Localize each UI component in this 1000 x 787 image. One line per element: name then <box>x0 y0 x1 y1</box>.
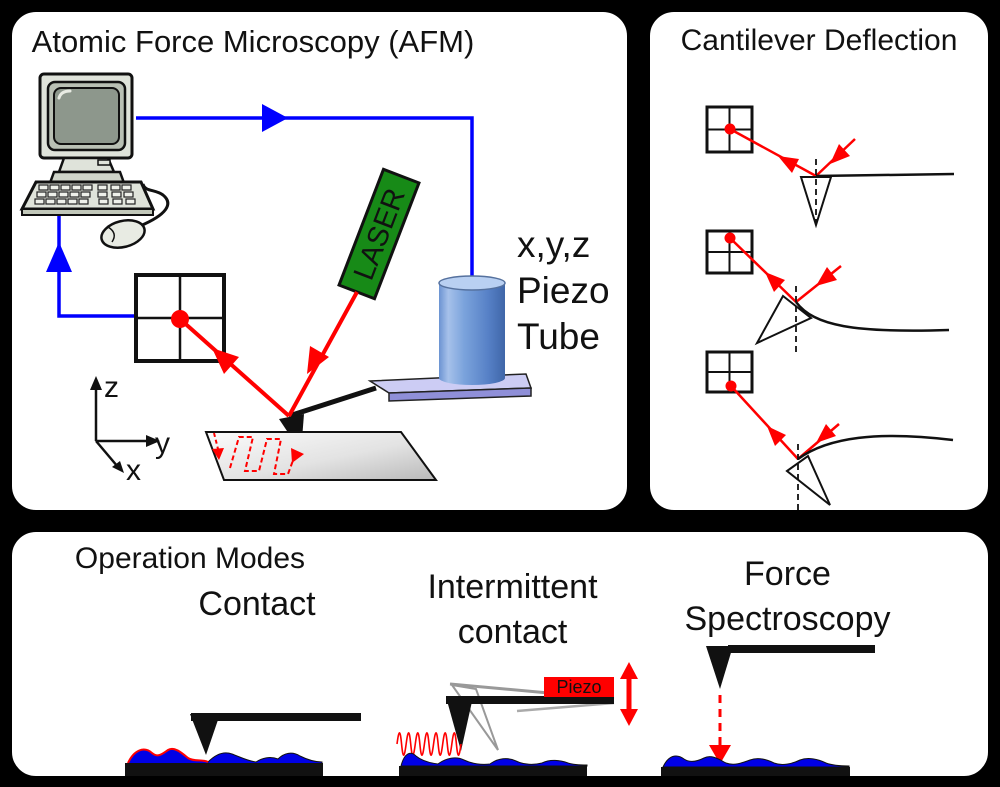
laser-source: LASER <box>337 167 421 301</box>
piezo-tube-label: x,y,z Piezo Tube <box>517 222 610 360</box>
piezo-badge <box>544 677 614 697</box>
deflection-panel: Cantilever Deflection <box>646 8 992 514</box>
piezo-tube <box>438 275 506 385</box>
force-spectroscopy-label: Force Spectroscopy <box>684 555 891 638</box>
beam-arrow-icon <box>307 346 329 374</box>
operation-modes-panel: Operation Modes Contact Intermittent con… <box>8 528 992 780</box>
laser-beam <box>178 291 359 418</box>
mouse-icon <box>100 183 170 249</box>
sample-base <box>125 763 323 776</box>
scan-arrow-icon <box>212 448 224 460</box>
operation-modes-title: Operation Modes <box>74 542 306 575</box>
afm-panel-title: Atomic Force Microscopy (AFM) <box>31 24 475 59</box>
axis-y-label: y <box>155 427 170 460</box>
computer-icon <box>19 72 170 249</box>
cantilever-tip <box>446 697 473 751</box>
operation-modes-diagram: Piezo <box>125 645 875 776</box>
force-mode-diagram <box>661 645 875 776</box>
piezo-badge-label: Piezo <box>556 677 601 697</box>
deflection-state-up <box>705 350 954 510</box>
deflection-state-down <box>705 229 950 354</box>
intermittent-mode-diagram: Piezo <box>396 662 638 776</box>
arrow-up-icon <box>46 242 72 272</box>
axis-arrow-icon <box>146 435 160 447</box>
piezo-drive-arrow-icon <box>620 662 638 726</box>
beam-arrow-icon <box>212 348 239 374</box>
keyboard-icon <box>19 180 156 216</box>
sample-surface <box>400 752 588 767</box>
arrow-right-icon <box>262 104 288 132</box>
oscillation-wave <box>396 731 462 757</box>
piezo-label-line1: x,y,z <box>517 224 591 265</box>
cantilever-tip <box>190 714 220 755</box>
piezo-label-line3: Tube <box>517 316 600 357</box>
sample <box>204 431 438 481</box>
contact-mode-diagram <box>125 713 361 776</box>
sample-base <box>661 767 850 776</box>
axis-arrow-icon <box>90 376 102 390</box>
contact-mode-label: Contact <box>198 585 316 623</box>
afm-diagram: LASER z y x <box>19 72 533 487</box>
approach-arrow-icon <box>709 745 731 764</box>
deflection-diagram <box>705 105 955 510</box>
intermittent-mode-label: Intermittent contact <box>427 568 598 651</box>
axis-z-label: z <box>104 371 119 404</box>
feedback-loop-lines <box>46 104 474 318</box>
sample-surface <box>662 755 850 768</box>
axis-arrow-icon <box>112 461 124 473</box>
afm-panel: Atomic Force Microscopy (AFM) <box>8 8 631 514</box>
deflection-state-neutral <box>705 105 955 229</box>
sample-surface <box>127 748 323 765</box>
axes: z y x <box>90 371 170 487</box>
scan-arrow-icon <box>291 448 304 463</box>
deflection-panel-title: Cantilever Deflection <box>680 24 958 57</box>
trace-line <box>127 747 209 764</box>
axis-x-label: x <box>126 454 141 487</box>
sample-base <box>399 766 587 776</box>
scan-pattern <box>213 432 296 475</box>
piezo-label-line2: Piezo <box>517 270 610 311</box>
cantilever-tip <box>706 646 733 689</box>
